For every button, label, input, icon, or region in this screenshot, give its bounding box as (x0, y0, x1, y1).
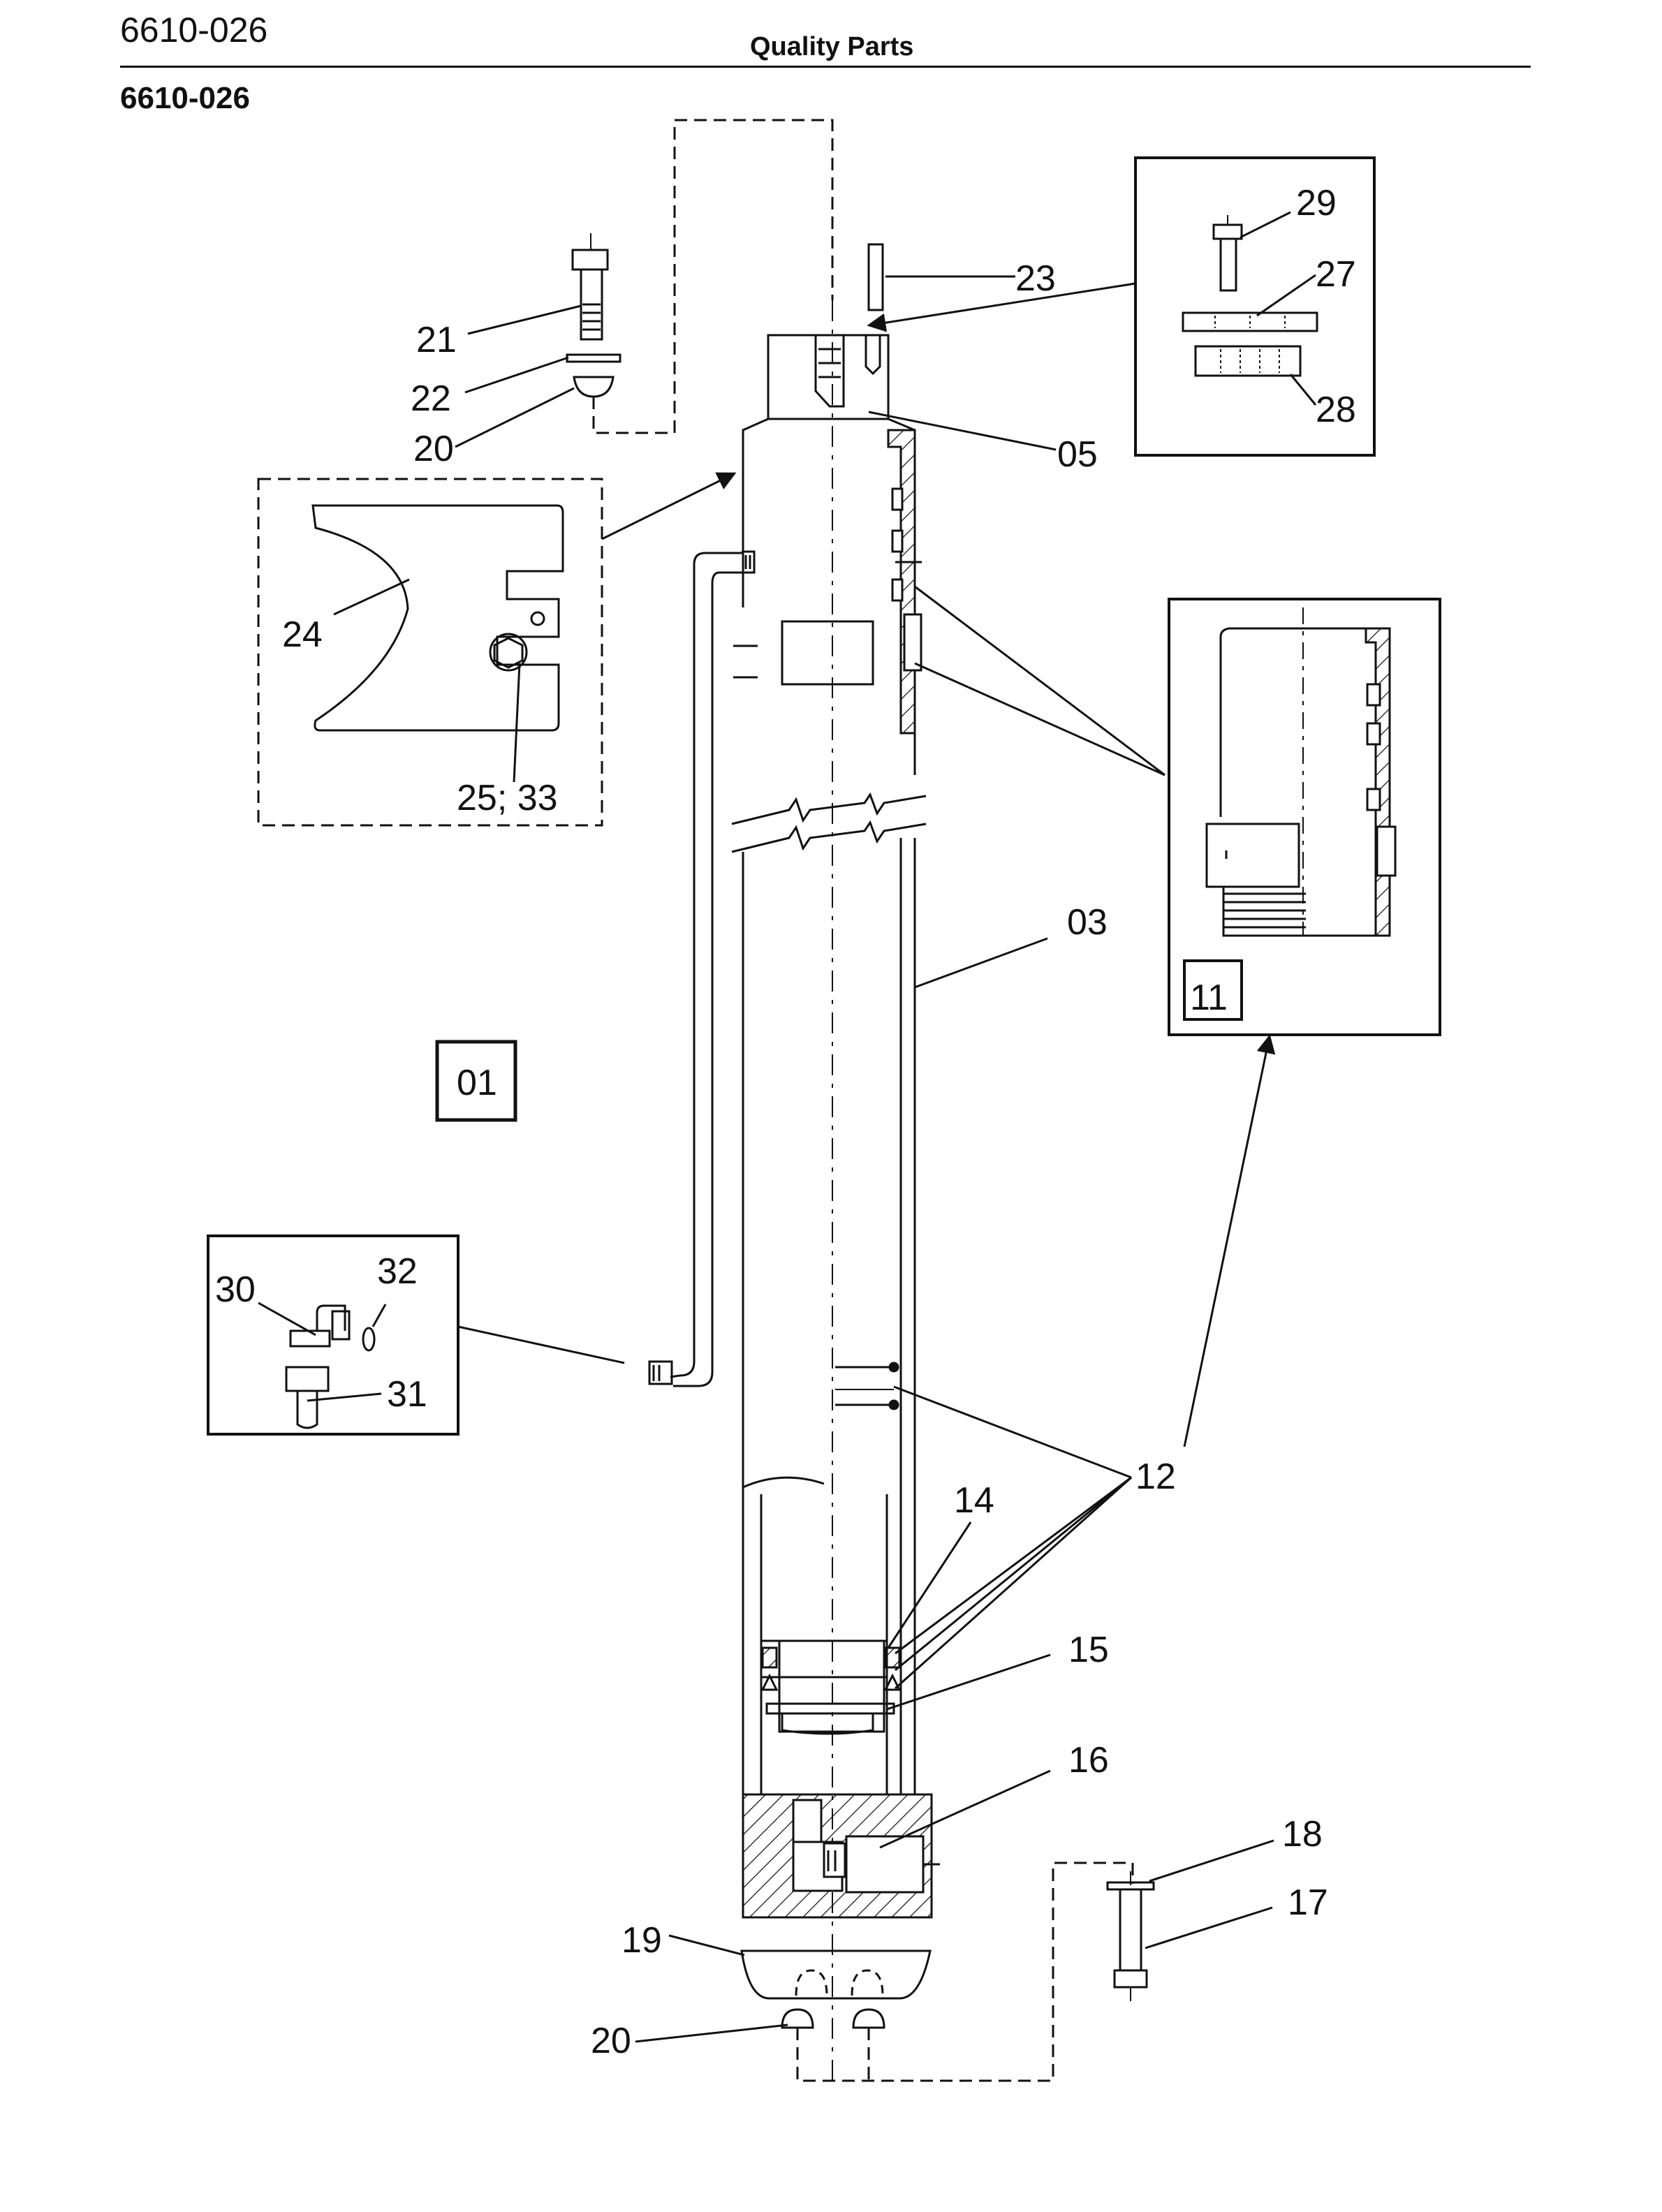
detail-box-30-32 (207, 1234, 459, 1436)
hydraulic-line (648, 552, 743, 1387)
header-rule (120, 66, 1531, 68)
document-title: Quality Parts (750, 32, 914, 61)
label-27: 27 (1316, 254, 1356, 295)
label-20-top: 20 (413, 429, 454, 469)
box-01 (435, 1040, 517, 1122)
label-01: 01 (457, 1063, 497, 1103)
label-20-bottom: 20 (591, 2021, 631, 2061)
label-18: 18 (1282, 1814, 1323, 1855)
detail-box-24-25 (257, 478, 603, 827)
label-22: 22 (411, 378, 451, 419)
part-labels: 21 22 20 23 05 29 27 28 24 25; 33 03 11 … (215, 183, 1356, 2061)
bolt-21-assembly (566, 119, 834, 434)
label-05: 05 (1057, 434, 1098, 475)
label-29: 29 (1296, 183, 1337, 223)
label-03: 03 (1067, 902, 1108, 943)
label-24: 24 (282, 614, 323, 655)
label-15: 15 (1068, 1630, 1109, 1670)
label-12: 12 (1135, 1457, 1176, 1497)
document-code: 6610-026 (120, 10, 268, 50)
end-cap (740, 1861, 1134, 2082)
label-25-33: 25; 33 (457, 778, 558, 818)
label-11: 11 (1190, 978, 1228, 1018)
label-21: 21 (416, 320, 457, 360)
detail-box-27-29 (1134, 156, 1376, 457)
label-32: 32 (377, 1251, 418, 1292)
pin-23 (867, 243, 884, 311)
cylinder-body (731, 300, 940, 2088)
label-23: 23 (1015, 258, 1056, 299)
label-30: 30 (215, 1269, 256, 1310)
label-14: 14 (954, 1480, 994, 1521)
section-code: 6610-026 (120, 81, 250, 115)
bolt-17-assembly (1106, 1871, 1155, 2001)
label-28: 28 (1316, 390, 1356, 430)
label-31: 31 (387, 1374, 427, 1415)
detail-box-11 (1168, 598, 1441, 1036)
label-16: 16 (1068, 1740, 1109, 1780)
label-19: 19 (622, 1920, 662, 1961)
label-17: 17 (1288, 1882, 1328, 1923)
leader-lines (258, 211, 1317, 2043)
